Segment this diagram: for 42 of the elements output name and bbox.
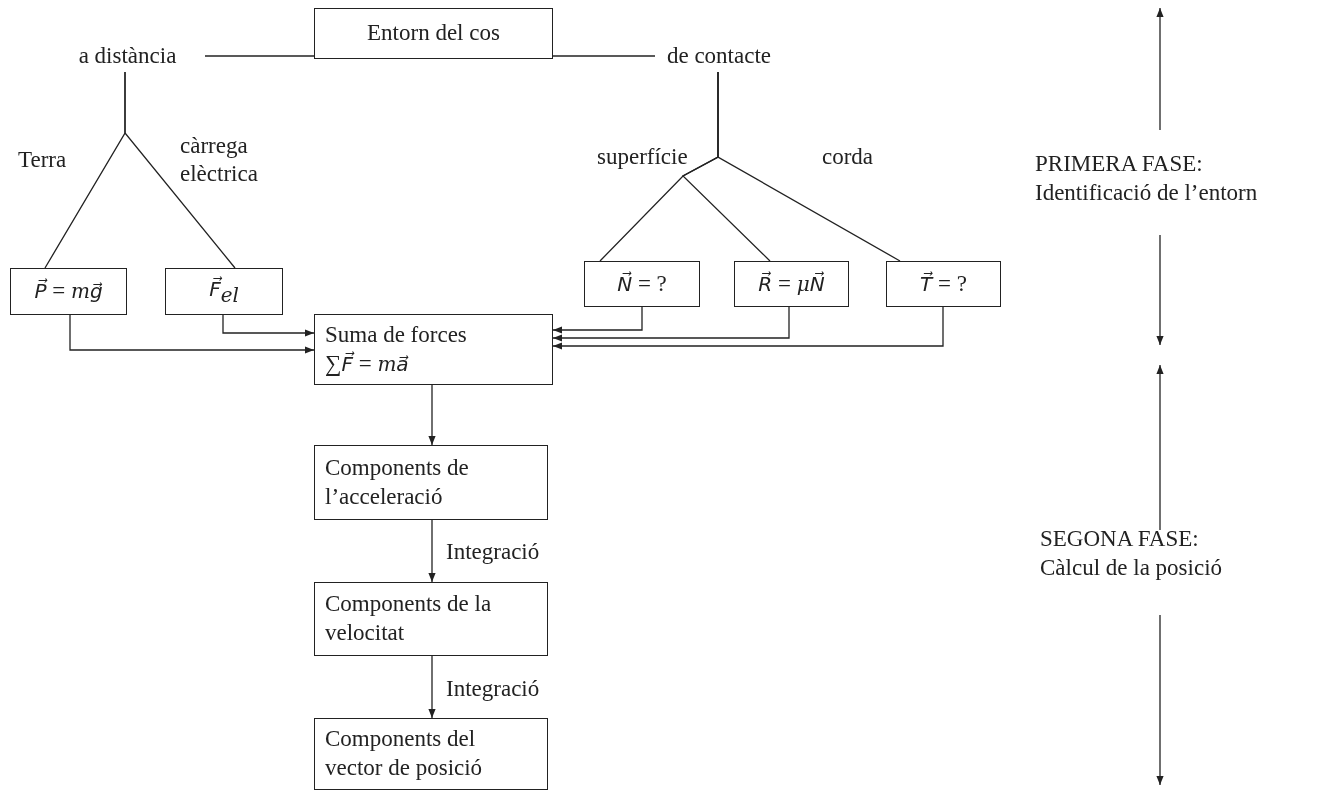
arrow — [552, 306, 790, 342]
process-box — [314, 8, 553, 59]
box-text: Components de la velocitat — [325, 590, 493, 647]
category-label: a distància — [50, 40, 205, 72]
box-text: N⃗ = ? — [617, 269, 667, 298]
process-box — [314, 582, 548, 656]
box-text: Suma de forces — [325, 320, 468, 349]
arrow — [428, 519, 436, 583]
box-text: Components del vector de posició — [325, 725, 484, 782]
arrow — [428, 655, 436, 719]
process-box — [314, 314, 553, 385]
arrow — [428, 384, 436, 446]
box-text: T⃗ = ? — [920, 269, 967, 298]
edge-label: Terra — [18, 146, 68, 174]
box-text: ∑F⃗ = ma⃗ — [325, 349, 410, 378]
connector-line — [204, 55, 315, 57]
connector-line — [717, 71, 901, 262]
edge-label: superfície — [597, 143, 689, 171]
box-text: Entorn del cos — [367, 19, 500, 48]
box-text: R⃗ = μN⃗ — [758, 269, 825, 298]
process-box — [886, 261, 1001, 307]
process-box — [584, 261, 700, 307]
category-label: de contacte — [655, 40, 783, 72]
arrow — [69, 314, 315, 354]
process-box — [314, 718, 548, 790]
phase-label: PRIMERA FASE: Identificació de l’entorn — [1035, 150, 1259, 207]
edge-label: corda — [822, 143, 875, 171]
edge-label: Integració — [446, 538, 541, 566]
process-box — [165, 268, 283, 315]
edge-label: càrrega elèctrica — [180, 132, 259, 188]
box-text: P⃗ = mg⃗ — [34, 277, 103, 306]
phase-label: SEGONA FASE: Càlcul de la posició — [1040, 525, 1224, 582]
arrow — [552, 306, 643, 334]
edge-label: Integració — [446, 675, 541, 703]
process-box — [10, 268, 127, 315]
arrow — [552, 306, 944, 350]
box-text: Components de l’acceleració — [325, 453, 470, 511]
connector-line — [124, 71, 236, 269]
connector-line — [552, 55, 656, 57]
arrow — [222, 314, 315, 337]
process-box — [734, 261, 849, 307]
process-box — [314, 445, 548, 520]
